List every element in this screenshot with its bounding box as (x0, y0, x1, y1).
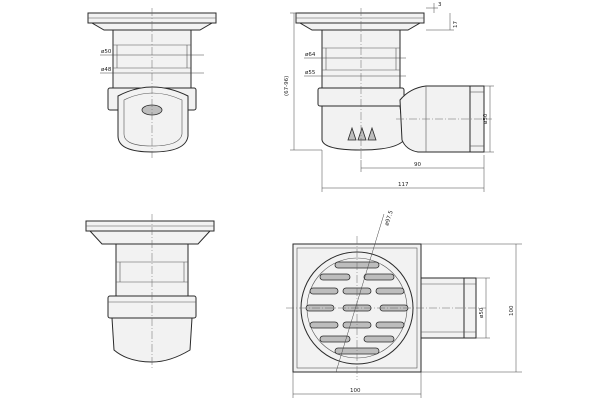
side-outlet-dia: ø50 (483, 113, 489, 124)
side-view: 3 17 (67-96) ø64 ø55 ø50 90 117 (284, 2, 494, 192)
side-flange-thickness: 3 (438, 2, 442, 8)
back-view (85, 214, 215, 368)
side-dia-lower: ø55 (305, 70, 316, 76)
front-dia-lower: ø48 (101, 67, 112, 73)
side-outlet-length: 90 (414, 162, 421, 168)
plan-view: ø97.5 ø50 100 100 (286, 209, 522, 398)
trap-marks (347, 126, 377, 141)
front-view: ø50 ø48 (87, 8, 217, 158)
side-top-offset: 17 (453, 21, 459, 28)
side-height-total: (67-96) (284, 76, 290, 96)
side-dia-upper: ø64 (305, 52, 316, 58)
plan-height: 100 (509, 305, 515, 316)
front-dia-upper: ø50 (101, 49, 112, 55)
plan-outlet-dia: ø50 (479, 307, 485, 318)
side-overall-length: 117 (398, 182, 409, 188)
plan-grate-dia: ø97.5 (384, 209, 395, 226)
plan-width: 100 (350, 388, 361, 394)
